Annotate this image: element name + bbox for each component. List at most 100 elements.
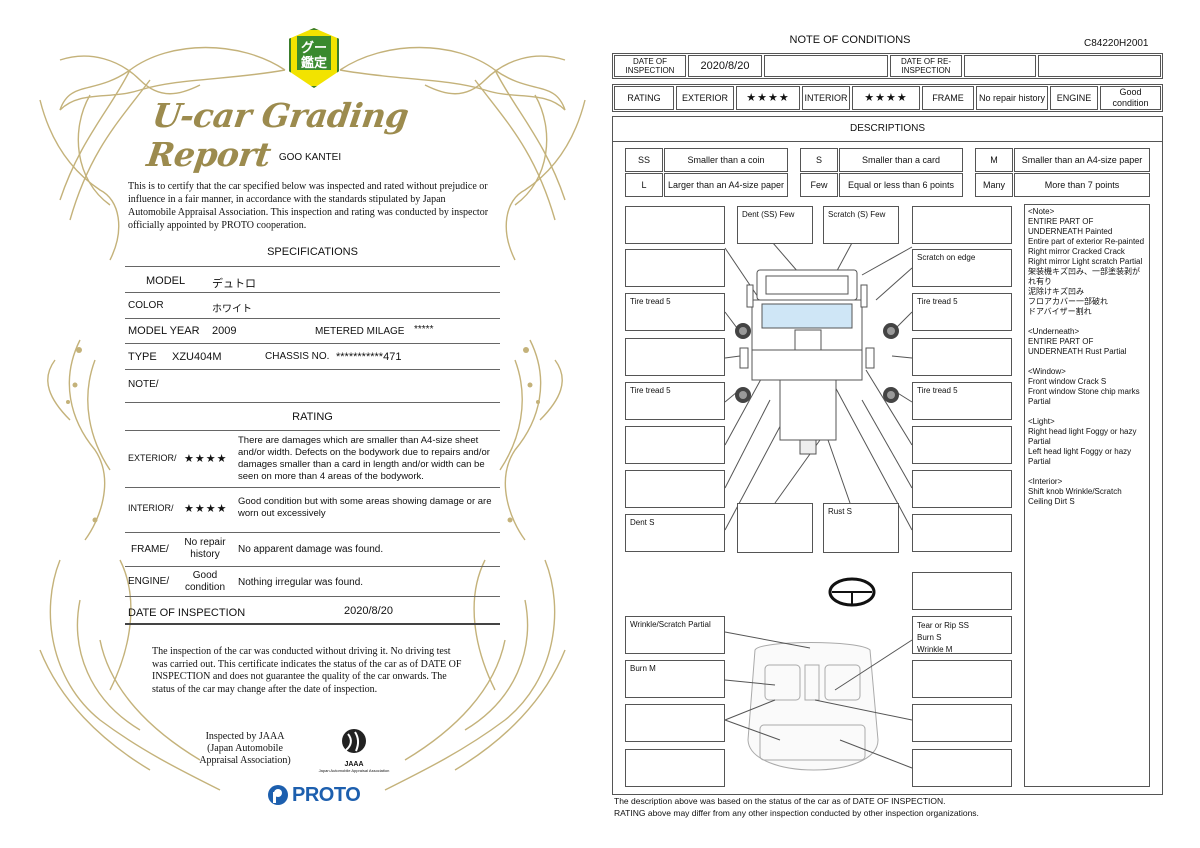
frame-description: No apparent damage was found.: [238, 544, 384, 555]
report-subtitle: GOO KANTEI: [278, 152, 342, 163]
model-year-value: 2009: [212, 325, 237, 337]
frame-label: FRAME/: [131, 544, 169, 555]
frame-value: No repair history: [184, 537, 226, 560]
inspection-date-value: 2020/8/20: [344, 605, 393, 617]
exterior-label: EXTERIOR/: [128, 453, 177, 463]
condition-box: [912, 749, 1012, 787]
date-of-inspection-value: 2020/8/20: [688, 55, 762, 77]
footer-line-1: The description above was based on the s…: [614, 796, 946, 806]
rating-engine-value: Good condition: [1100, 86, 1161, 110]
model-value: デュトロ: [212, 278, 256, 290]
rating-frame-label: FRAME: [922, 86, 974, 110]
condition-box: [912, 704, 1012, 742]
date-of-inspection-label: DATE OF INSPECTION: [614, 55, 686, 77]
sheet-code: C84220H2001: [1084, 38, 1149, 49]
rating-exterior-label: EXTERIOR: [676, 86, 734, 110]
legend-code: Many: [975, 173, 1013, 197]
legend-text: Smaller than a card: [839, 148, 963, 172]
date-blank-cell: [764, 55, 888, 77]
interior-label: INTERIOR/: [128, 503, 174, 513]
jaaa-logo-subtext: Japan Automobile Appraisal Association: [318, 768, 390, 773]
rating-exterior-stars: ★★★★: [736, 86, 800, 110]
vehicle-diagram: [724, 227, 913, 771]
type-label: TYPE: [128, 351, 157, 363]
jaaa-logo-text: JAAA: [344, 761, 364, 768]
condition-box: [912, 572, 1012, 610]
condition-box: [625, 249, 725, 287]
condition-box: Tire tread 5: [912, 382, 1012, 420]
legend-text: Equal or less than 6 points: [839, 173, 963, 197]
condition-box: Tear or Rip SS Burn S Wrinkle M: [912, 616, 1012, 654]
interior-stars: ★★★★: [184, 503, 228, 515]
condition-box: [625, 470, 725, 508]
exterior-description: There are damages which are smaller than…: [238, 435, 490, 482]
date-reinspection-value: [964, 55, 1036, 77]
certification-intro: This is to certify that the car specifie…: [128, 181, 489, 231]
rating-interior-label: INTERIOR: [802, 86, 850, 110]
rating-engine-label: ENGINE: [1050, 86, 1098, 110]
date-reinspection-blank: [1038, 55, 1161, 77]
footer-line-2: RATING above may differ from any other i…: [614, 808, 979, 818]
color-label: COLOR: [128, 300, 164, 311]
proto-mark-icon: [268, 785, 288, 805]
condition-box: Tire tread 5: [912, 293, 1012, 331]
proto-logo: PROTO: [266, 782, 361, 808]
condition-box: [912, 660, 1012, 698]
rating-frame-value: No repair history: [976, 86, 1048, 110]
metered-milage-value: *****: [414, 324, 434, 335]
condition-box: [625, 338, 725, 376]
jaaa-emblem-icon: [342, 729, 366, 753]
engine-label: ENGINE/: [128, 576, 170, 587]
condition-box: [625, 426, 725, 464]
disclaimer-text: The inspection of the car was conducted …: [152, 646, 462, 695]
inspection-date-label: DATE OF INSPECTION: [128, 607, 246, 619]
legend-code: S: [800, 148, 838, 172]
descriptions-heading: DESCRIPTIONS: [849, 123, 925, 134]
engine-description: Nothing irregular was found.: [238, 577, 364, 588]
condition-box: [912, 206, 1012, 244]
notes-panel: <Note> ENTIRE PART OF UNDERNEATH Painted…: [1024, 204, 1150, 787]
legend-text: More than 7 points: [1014, 173, 1150, 197]
type-value: XZU404M: [172, 351, 222, 363]
condition-box: [912, 514, 1012, 552]
specifications-heading: SPECIFICATIONS: [267, 246, 358, 258]
chassis-label: CHASSIS NO.: [265, 351, 330, 362]
legend-text: Smaller than an A4-size paper: [1014, 148, 1150, 172]
badge-text: グー 鑑定: [297, 36, 331, 70]
interior-description: Good condition but with some areas showi…: [238, 496, 492, 519]
jaaa-logo: JAAA Japan Automobile Appraisal Associat…: [315, 726, 393, 776]
condition-box: Tire tread 5: [625, 293, 725, 331]
metered-milage-label: METERED MILAGE: [315, 326, 405, 337]
condition-sheet: NOTE OF CONDITIONS C84220H2001 DATE OF I…: [600, 0, 1200, 848]
note-label: NOTE/: [128, 379, 159, 390]
condition-box: [912, 470, 1012, 508]
grading-certificate: グー 鑑定 U-car Grading Report GOO KANTEI Th…: [39, 28, 586, 808]
color-value: ホワイト: [212, 304, 252, 315]
condition-box: Dent (SS) Few: [737, 206, 813, 244]
date-reinspection-label: DATE OF RE-INSPECTION: [890, 55, 962, 77]
rating-label: RATING: [614, 86, 674, 110]
condition-box: Scratch (S) Few: [823, 206, 899, 244]
condition-box: Wrinkle/Scratch Partial: [625, 616, 725, 654]
inspected-by: Inspected by JAAA (Japan Automobile Appr…: [199, 731, 291, 766]
legend-code: Few: [800, 173, 838, 197]
condition-box: Scratch on edge: [912, 249, 1012, 287]
engine-value: Good condition: [184, 570, 226, 593]
condition-box: [625, 704, 725, 742]
condition-box: Dent S: [625, 514, 725, 552]
legend-text: Larger than an A4-size paper: [664, 173, 788, 197]
rating-interior-stars: ★★★★: [852, 86, 920, 110]
proto-logo-text: PROTO: [292, 783, 361, 806]
condition-box: Rust S: [823, 503, 899, 553]
legend-code: M: [975, 148, 1013, 172]
exterior-stars: ★★★★: [184, 453, 228, 465]
sheet-title: NOTE OF CONDITIONS: [789, 34, 911, 46]
rating-heading: RATING: [292, 411, 333, 423]
rating-row: [612, 84, 1163, 112]
chassis-value: ***********471: [336, 351, 402, 363]
condition-box: [625, 206, 725, 244]
gold-ornament-border: [39, 46, 586, 791]
condition-box: [912, 426, 1012, 464]
model-label: MODEL: [146, 275, 186, 287]
condition-box: [737, 503, 813, 553]
